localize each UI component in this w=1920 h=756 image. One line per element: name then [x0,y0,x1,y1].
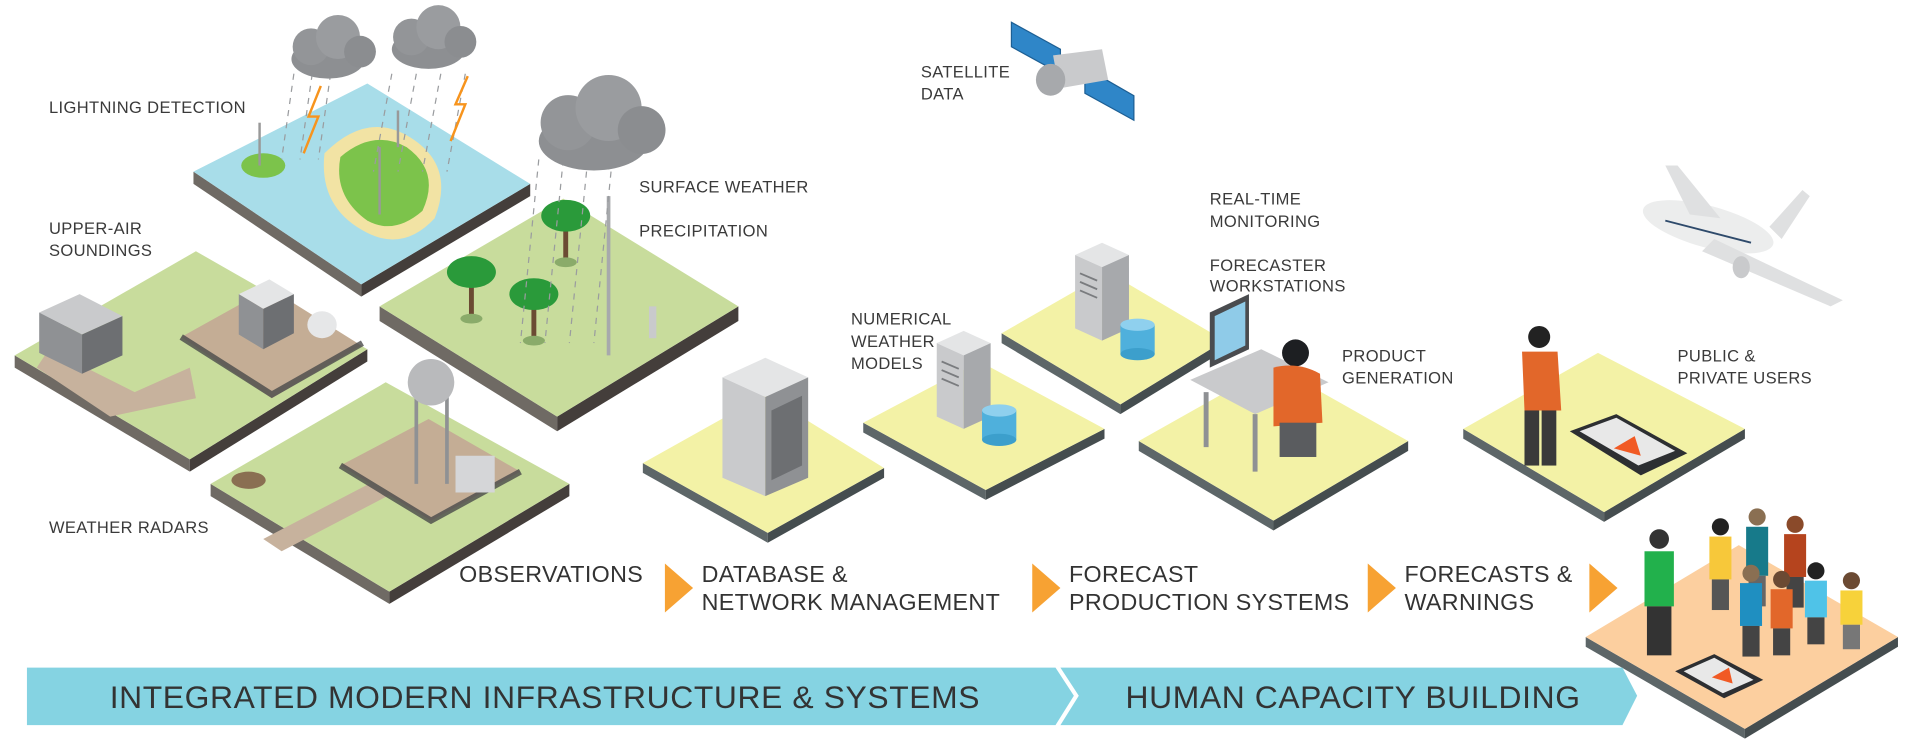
human-capacity-tile [1585,508,1898,739]
upper-air-soundings-tile [14,251,368,472]
flow-step-database-line2: NETWORK MANAGEMENT [702,589,1001,615]
lightning-bolt-icon [302,85,322,154]
label-nwp-line3: MODELS [851,354,923,373]
people-group-icon [1644,508,1863,657]
forecaster-person-icon [1282,339,1309,367]
label-forecaster-line1: FORECASTER [1210,256,1327,275]
shelter-icon [238,279,294,350]
label-lightning-detection: LIGHTNING DETECTION [49,98,246,117]
lightning-detection-tile [193,83,531,297]
island-icon [339,139,429,227]
flow-step-forecast-line1: FORECAST [1069,561,1199,587]
weather-balloon-icon [307,311,337,339]
label-satellite-line1: SATELLITE [921,62,1010,81]
label-weather-radars: WEATHER RADARS [49,518,209,537]
radar-dome-icon [407,359,455,406]
smartphone-alert-icon [1675,654,1764,699]
label-product-line2: GENERATION [1342,369,1454,388]
flow-arrow-icon [664,563,694,613]
label-satellite-line2: DATA [921,84,964,103]
banner-left-segment [26,667,1074,726]
lightning-bolt-icon [449,75,469,142]
flow-step-forecast-line2: PRODUCTION SYSTEMS [1069,589,1349,615]
server-rack-icon [722,357,809,497]
database-tile [642,357,885,543]
label-realtime-line1: REAL-TIME [1210,190,1301,209]
label-product-line1: PRODUCT [1342,346,1426,365]
flow-arrow-icon [1589,563,1618,613]
label-upper-air-line2: SOUNDINGS [49,241,152,260]
flow-step-observations: OBSERVATIONS [459,561,643,587]
label-nwp-line2: WEATHER [851,332,935,351]
banner-right-segment [1060,667,1638,726]
database-icon [982,404,1017,446]
label-surface-weather: SURFACE WEATHER [639,177,808,196]
label-precipitation: PRECIPITATION [639,222,768,241]
label-users-line1: PUBLIC & [1678,346,1756,365]
storm-clouds-icon [281,5,666,344]
numerical-weather-models-tile [863,329,1105,500]
label-forecaster-line2: WORKSTATIONS [1210,277,1346,296]
satellite-icon [1010,21,1135,122]
surface-weather-tile [379,196,739,432]
label-nwp-line1: NUMERICAL [851,310,952,329]
airplane-icon [1642,165,1843,307]
public-users-tile [1463,325,1745,522]
flow-arrow-icon [1367,563,1396,613]
bottom-banner: INTEGRATED MODERN INFRASTRUCTURE & SYSTE… [26,667,1638,726]
banner-right-text: HUMAN CAPACITY BUILDING [1126,679,1581,715]
label-realtime-line2: MONITORING [1210,212,1321,231]
weather-radar-tile [210,359,570,604]
banner-left-text: INTEGRATED MODERN INFRASTRUCTURE & SYSTE… [110,679,980,715]
flow-step-warnings-line2: WARNINGS [1404,589,1534,615]
smartphone-alert-icon [1569,414,1688,476]
person-with-phone-icon [1522,325,1562,466]
flow-arrow-icon [1032,563,1061,613]
real-time-monitoring-tile [1001,241,1225,415]
forecaster-workstation-tile [1138,294,1409,531]
label-upper-air-line1: UPPER-AIR [49,219,142,238]
label-users-line2: PRIVATE USERS [1678,369,1812,388]
building-icon [39,294,123,374]
database-icon [1120,318,1155,361]
flow-step-warnings-line1: FORECASTS & [1404,561,1572,587]
flow-step-database-line1: DATABASE & [702,561,848,587]
